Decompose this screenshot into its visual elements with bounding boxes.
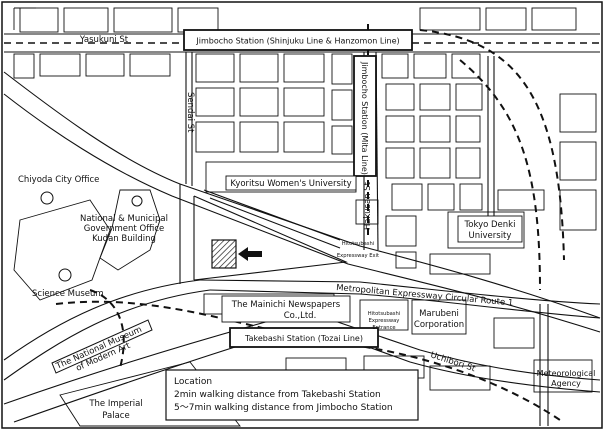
street-hakusan: Hakusan St — [363, 181, 373, 230]
label-chiyoda-city-office: Chiyoda City Office — [18, 175, 99, 185]
label-palace-line2: Palace — [102, 411, 129, 421]
mainichi-box — [221, 295, 351, 323]
label-marubeni-line2: Corporation — [414, 320, 464, 330]
station-jimbocho-mita: Jimbocho Station (Mita Line) — [360, 61, 369, 175]
street-yasukuni: Yasukuni St — [79, 35, 129, 45]
legend-line1: 2min walking distance from Takebashi Sta… — [174, 390, 381, 400]
label-kudan-line2: Government Office — [84, 224, 165, 234]
hatched-building-icon — [211, 239, 237, 269]
label-exit-line1: Hitotsubashi — [342, 241, 374, 247]
road-network — [3, 33, 601, 426]
label-entrance-line2: Expressway — [369, 318, 400, 324]
arrow-left-icon — [238, 247, 262, 261]
station-box-jimbocho-mita — [353, 55, 377, 177]
label-exit-line2: Expressway Exit — [337, 253, 379, 259]
station-takebashi: Takebashi Station (Tozai Line) — [244, 334, 363, 343]
city-blocks — [13, 7, 597, 393]
museum-label-box — [51, 319, 153, 374]
label-palace-line1: The Imperial — [88, 399, 142, 409]
label-entrance-line3: Entrance — [372, 325, 395, 331]
chiyoda-office-marker — [40, 191, 54, 205]
label-entrance-line1: Hitotsubashi — [368, 311, 400, 317]
label-mainichi-line2: Co.,Ltd. — [284, 311, 317, 321]
station-box-jimbocho-shinjuku — [183, 29, 413, 51]
label-kudan-line3: Kudan Building — [92, 234, 156, 244]
legend-box — [165, 369, 419, 421]
label-tokyo-denki-line1: Tokyo Denki — [464, 220, 516, 230]
label-kyoritsu: Kyoritsu Women's University — [230, 179, 351, 189]
park-areas — [13, 189, 241, 427]
station-box-takebashi — [229, 327, 379, 348]
label-mainichi-line1: The Mainichi Newspapers — [231, 300, 341, 310]
kudan-marker — [131, 195, 143, 207]
label-tokyo-denki-line2: University — [469, 231, 512, 241]
station-jimbocho-shinjuku: Jimbocho Station (Shinjuku Line & Hanzom… — [195, 37, 399, 46]
label-kudan-line1: National & Municipal — [80, 214, 168, 224]
legend-title: Location — [174, 377, 212, 387]
legend-line2: 5〜7min walking distance from Jimbocho St… — [174, 403, 393, 413]
label-marubeni-line1: Marubeni — [419, 309, 459, 319]
label-meteo-line2: Agency — [551, 379, 581, 388]
label-science-museum: Science Museum — [32, 289, 104, 299]
label-meteo-line1: Meteorological — [537, 369, 596, 378]
kyoritsu-box — [225, 175, 357, 191]
science-museum-marker — [58, 268, 72, 282]
tokyo-denki-box — [457, 215, 523, 243]
street-sendai: Sendai St — [185, 92, 195, 133]
